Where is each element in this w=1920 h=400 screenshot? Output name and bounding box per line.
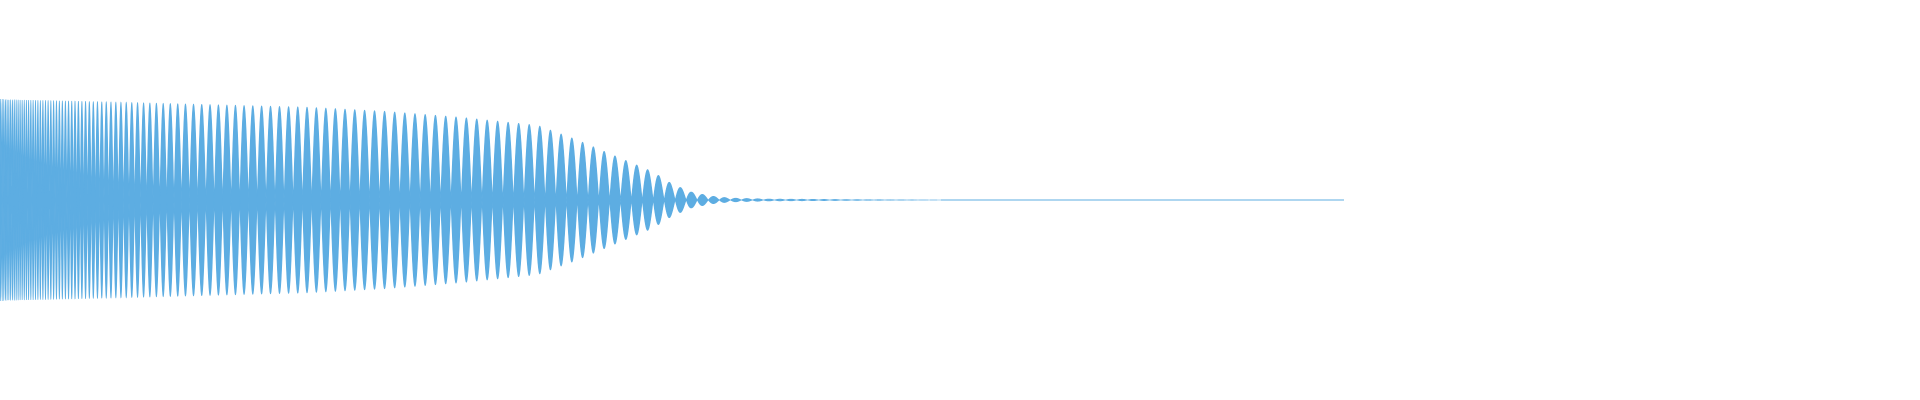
- waveform-area: [0, 98, 941, 302]
- waveform-series: [0, 98, 1344, 302]
